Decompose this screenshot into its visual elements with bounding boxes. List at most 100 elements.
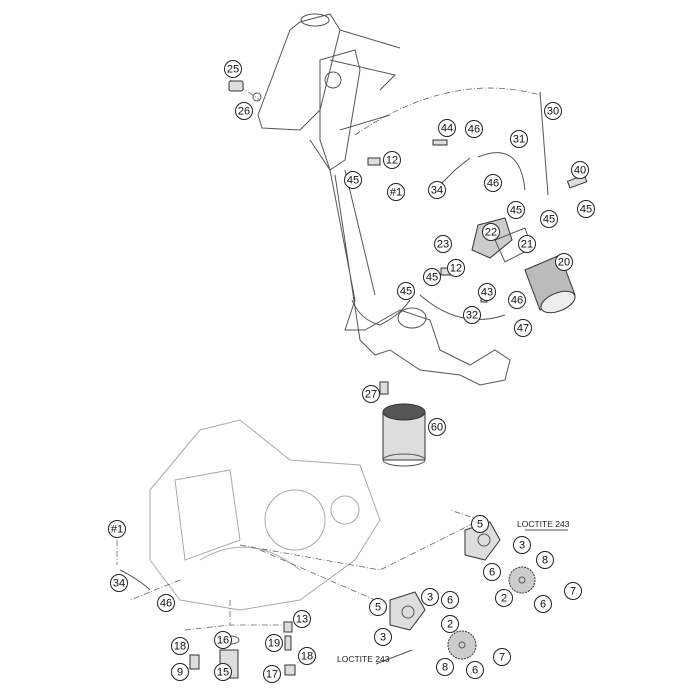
callout-number: 18 (174, 641, 186, 653)
callout-number: 12 (386, 155, 398, 167)
part-callout: 34 (428, 181, 446, 199)
part-callout: 3 (374, 628, 392, 646)
callout-number: 47 (517, 323, 529, 335)
callout-circle (157, 594, 175, 612)
callout-number: 7 (570, 586, 576, 598)
callout-number: 6 (540, 599, 546, 611)
callout-number: 30 (547, 106, 559, 118)
callout-number: 9 (177, 667, 183, 679)
callout-circle (564, 582, 582, 600)
part-callout: 7 (564, 582, 582, 600)
callout-circle (534, 595, 552, 613)
callout-circle (224, 60, 242, 78)
frame-drawing (257, 13, 511, 386)
callout-circle (513, 536, 531, 554)
part-callout: 8 (536, 551, 554, 569)
callout-number: 12 (450, 263, 462, 275)
callout-circle (362, 385, 380, 403)
callout-circle (436, 658, 454, 676)
part-callout: 17 (263, 665, 281, 683)
callout-circle (540, 210, 558, 228)
callout-circle (428, 418, 446, 436)
callout-number: 3 (519, 540, 525, 552)
callout-circle (387, 183, 405, 201)
part-callout: 20 (555, 253, 573, 271)
engine-case-drawing (149, 419, 381, 611)
part-callout: 45 (540, 210, 558, 228)
callout-number: 40 (574, 165, 586, 177)
part-callout: 12 (383, 151, 401, 169)
part-callout: 40 (571, 161, 589, 179)
callout-circle (571, 161, 589, 179)
callout-number: 26 (238, 106, 250, 118)
callout-number: 45 (426, 272, 438, 284)
part-callout: 44 (438, 119, 456, 137)
callout-number: 45 (347, 175, 359, 187)
callout-circle (421, 588, 439, 606)
callout-number: 15 (217, 667, 229, 679)
part-callout: 18 (298, 647, 316, 665)
part-callout: 45 (397, 282, 415, 300)
callout-circle (383, 151, 401, 169)
part-callout: 60 (428, 418, 446, 436)
callout-circle (397, 282, 415, 300)
callout-circle (235, 102, 253, 120)
callout-number: 45 (580, 204, 592, 216)
callout-circle (508, 291, 526, 309)
callout-circle (438, 119, 456, 137)
callout-number: 46 (468, 124, 480, 136)
callout-number: 45 (510, 205, 522, 217)
part-callout: 32 (463, 306, 481, 324)
loctite-note-upper: LOCTITE 243 (517, 519, 570, 529)
callout-number: 21 (521, 239, 533, 251)
spin-on-oil-filter (382, 403, 426, 467)
callout-number: 2 (501, 593, 507, 605)
callout-number: 13 (296, 614, 308, 626)
callout-circle (536, 551, 554, 569)
part-callout: 27 (362, 385, 380, 403)
callout-circle (423, 268, 441, 286)
callout-circle (171, 663, 189, 681)
callout-circle (493, 648, 511, 666)
part-callout: 46 (465, 120, 483, 138)
part-callout: 3 (421, 588, 439, 606)
part-callout: 30 (544, 102, 562, 120)
loctite-note-lower: LOCTITE 243 (337, 654, 390, 664)
callout-circle (478, 283, 496, 301)
callout-number: 6 (447, 595, 453, 607)
callout-number: 46 (160, 598, 172, 610)
callout-circle (293, 610, 311, 628)
part-callout: 13 (293, 610, 311, 628)
part-callout: 26 (235, 102, 253, 120)
callout-circle (263, 665, 281, 683)
callout-number: 6 (489, 567, 495, 579)
callout-number: 31 (513, 134, 525, 146)
part-callout: #1 (387, 183, 405, 201)
callout-number: 34 (113, 578, 125, 590)
callout-number: 32 (466, 310, 478, 322)
gear-lower (447, 630, 477, 660)
part-callout: 46 (484, 174, 502, 192)
callout-circle (441, 591, 459, 609)
callout-circle (514, 319, 532, 337)
part-callout: 31 (510, 130, 528, 148)
callout-circle (483, 563, 501, 581)
callout-circle (428, 181, 446, 199)
callout-circle (484, 174, 502, 192)
callout-number: #1 (111, 524, 123, 536)
callout-number: 46 (511, 295, 523, 307)
callout-circle (374, 628, 392, 646)
callout-number: 43 (481, 287, 493, 299)
callout-number: 60 (431, 422, 443, 434)
callout-number: 3 (380, 632, 386, 644)
callout-number: 19 (268, 638, 280, 650)
callout-circle (555, 253, 573, 271)
callout-number: 23 (437, 239, 449, 251)
part-callout: #1 (108, 520, 126, 538)
part-callout: 45 (423, 268, 441, 286)
callout-circle (495, 589, 513, 607)
part-callout: 25 (224, 60, 242, 78)
oil-pump-lower (389, 591, 426, 631)
callout-number: #1 (390, 187, 402, 199)
